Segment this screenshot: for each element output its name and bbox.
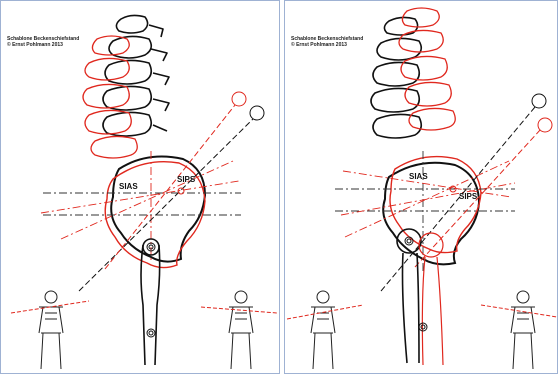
pendulum-circle-icon — [250, 106, 264, 120]
femur-red-icon — [419, 233, 443, 365]
label-sips: SIPS — [459, 192, 478, 201]
femur-icon — [141, 239, 160, 365]
reference-axes-red — [41, 151, 239, 261]
skeleton-figure-right-icon — [201, 291, 277, 369]
pelvis-outline-red-icon — [390, 157, 481, 253]
pendulum-circle-icon — [532, 94, 546, 108]
template-panel-right: Schablone Beckenschiefstand © Ernst Pohl… — [284, 0, 558, 374]
pelvis-diagram: SIAS SIPS — [1, 1, 280, 374]
label-sips: SIPS — [177, 175, 196, 184]
target-markers — [405, 186, 456, 331]
template-panel-left: Schablone Beckenschiefstand © Ernst Pohl… — [0, 0, 280, 374]
pelvis-diagram: SIAS SIPS — [285, 1, 558, 374]
vertebra-stack-red-icon — [399, 8, 455, 130]
skeleton-figure-icon — [11, 291, 89, 369]
reference-axes-red — [341, 161, 515, 237]
label-sias: SIAS — [119, 182, 138, 191]
skeleton-figure-icon — [287, 291, 363, 369]
pendulum-circle-red-icon — [232, 92, 246, 106]
pelvis-outline-icon — [383, 163, 479, 265]
vertebra-stack-icon — [371, 17, 421, 138]
label-sias: SIAS — [409, 172, 428, 181]
vertebra-stack-icon — [103, 15, 169, 136]
skeleton-figure-right-icon — [481, 291, 557, 369]
pendulum-circle-red-icon — [538, 118, 552, 132]
vertebra-stack-red-icon — [83, 36, 137, 158]
